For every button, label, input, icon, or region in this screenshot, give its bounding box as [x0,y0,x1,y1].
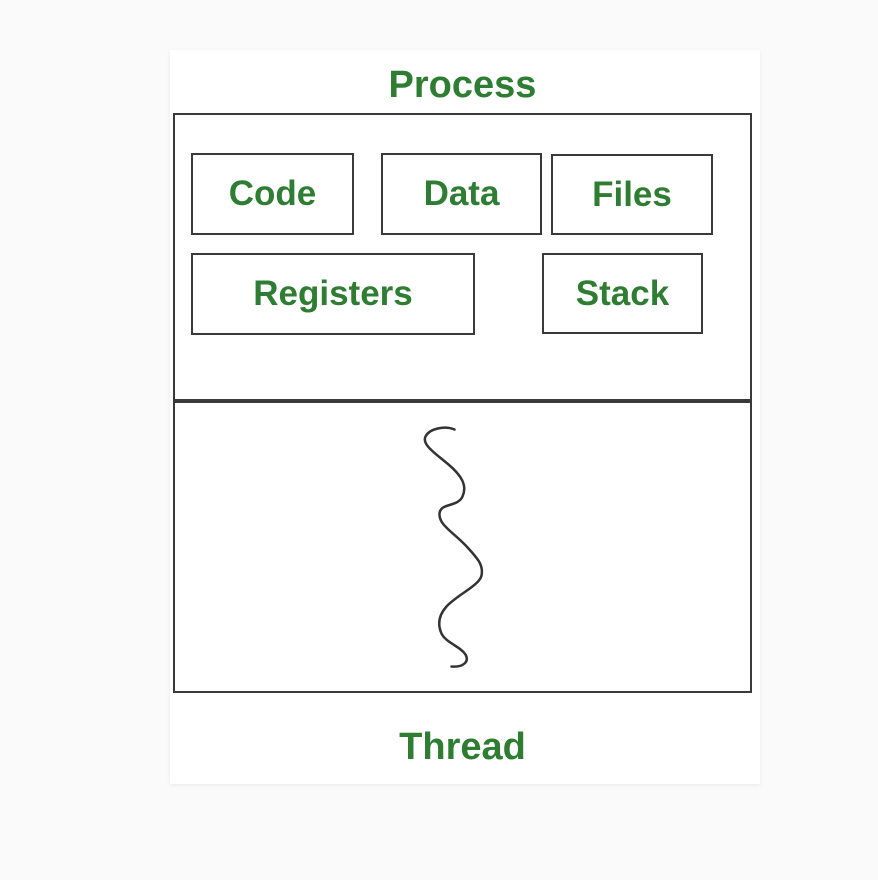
data-box-label: Data [423,174,500,213]
process-resources-box: Code Data Files Registers Stack [173,113,752,401]
process-title: Process [388,64,537,106]
code-box: Code [191,153,354,235]
data-box: Data [381,153,542,235]
registers-box: Registers [191,253,475,335]
stack-box-label: Stack [575,273,670,313]
thread-label: Thread [399,726,526,768]
thread-box [173,401,752,693]
thread-squiggle-icon [423,426,484,668]
registers-box-label: Registers [253,274,413,313]
files-box: Files [551,154,713,235]
process-diagram-card: Process Code Data Files Registers Stack … [170,50,760,784]
code-box-label: Code [228,174,317,213]
stack-box: Stack [542,253,703,334]
files-box-label: Files [592,174,672,214]
